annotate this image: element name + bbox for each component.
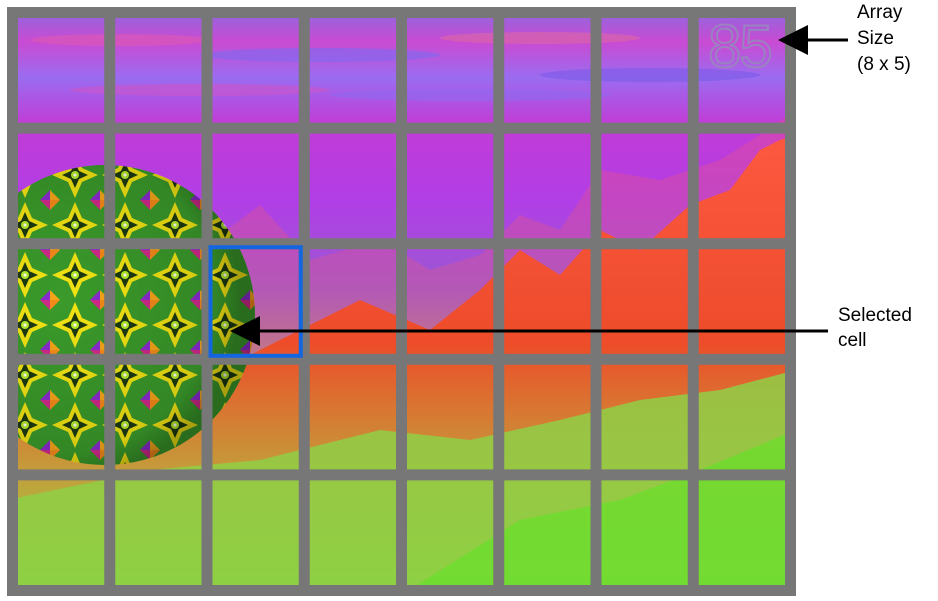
grid-horizontal-bar — [7, 353, 796, 365]
grid-vertical-bar — [785, 7, 796, 596]
grid-horizontal-bar — [7, 238, 796, 250]
array-size-label-line1: Array — [857, 2, 903, 23]
grid-vertical-bar — [104, 7, 116, 596]
grid-horizontal-bar — [7, 469, 796, 481]
grid-vertical-bar — [7, 7, 18, 596]
array-size-label-line3: (8 x 5) — [857, 54, 911, 75]
grid-vertical-bar — [590, 7, 602, 596]
grid-frame — [7, 7, 796, 596]
selected-cell-label-line1: Selected — [838, 305, 912, 326]
grid-vertical-bar — [493, 7, 505, 596]
grid-vertical-bar — [201, 7, 213, 596]
selected-cell-label-line2: cell — [838, 330, 867, 351]
array-size-label-line2: Size — [857, 28, 894, 49]
selected-cell-highlight[interactable] — [208, 245, 303, 358]
selected-cell-annotation: Selected cell — [230, 305, 912, 351]
counter-readout: 85 — [708, 13, 771, 80]
array-size-annotation: Array Size (8 x 5) — [778, 2, 911, 75]
grid-vertical-bar — [396, 7, 407, 596]
grid-horizontal-bar — [7, 7, 796, 18]
grid-vertical-bar — [298, 7, 310, 596]
grid-horizontal-bar — [7, 122, 796, 134]
grid-horizontal-bar — [7, 585, 796, 596]
grid-vertical-bar — [687, 7, 699, 596]
